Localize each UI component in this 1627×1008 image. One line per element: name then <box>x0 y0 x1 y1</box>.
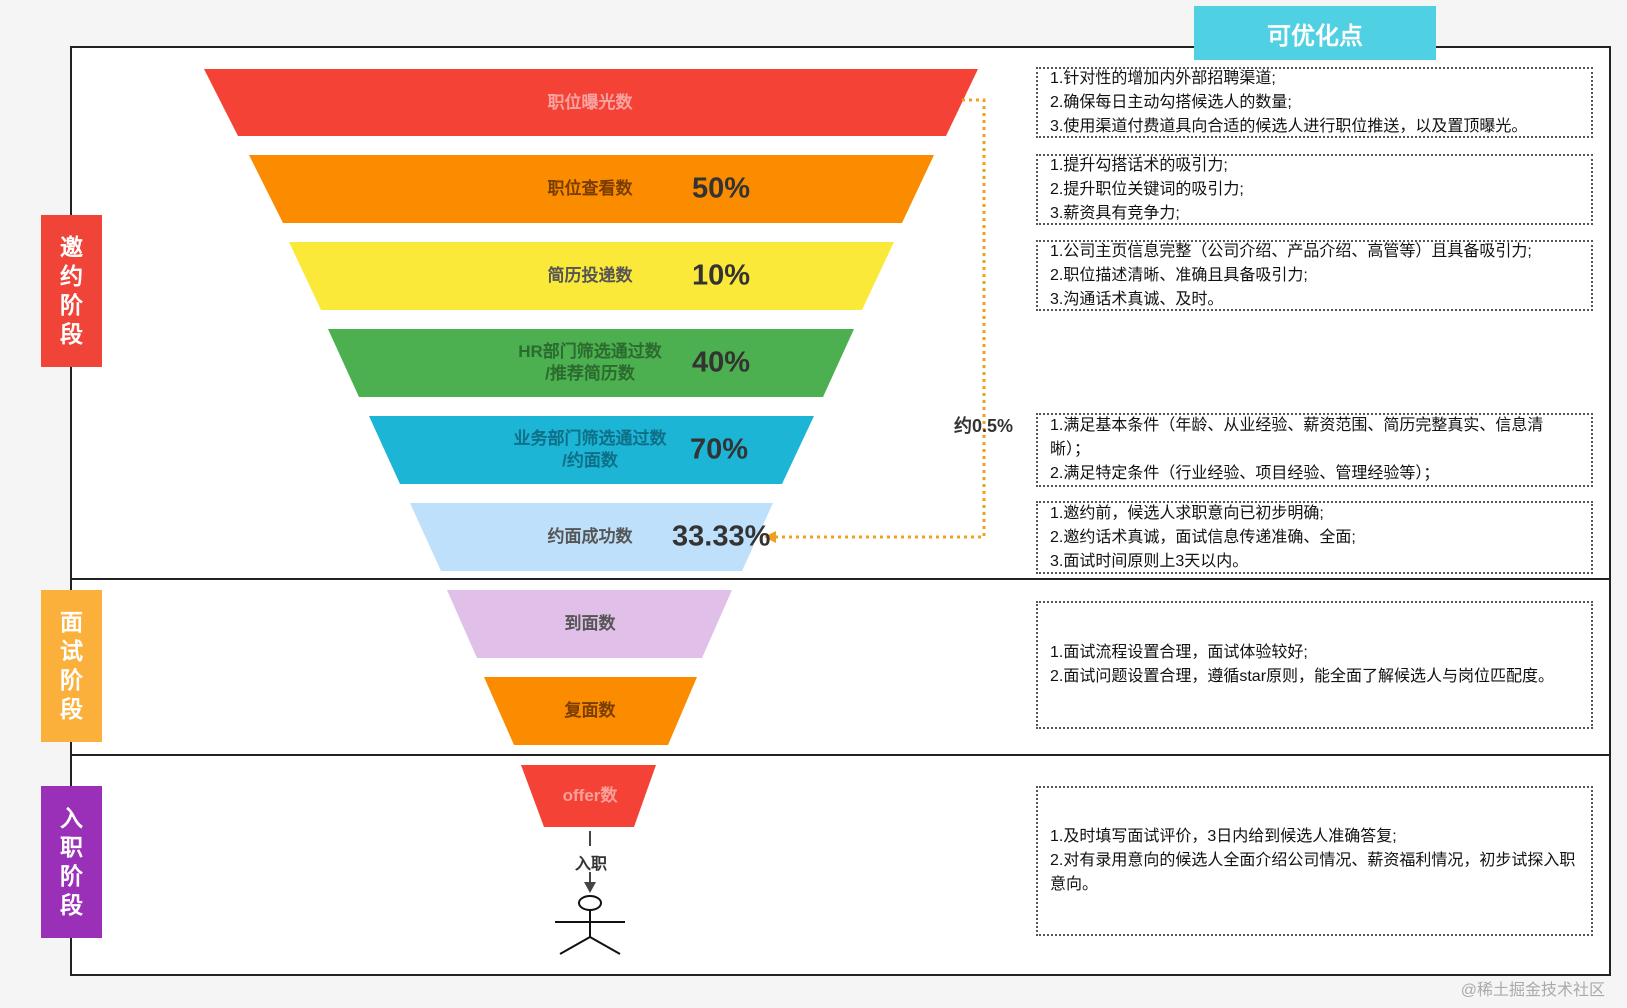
note-line: 2.对有录用意向的候选人全面介绍公司情况、薪资福利情况，初步试探入职意向。 <box>1050 852 1576 893</box>
arrow-down-icon <box>584 882 596 893</box>
conversion-connector <box>772 98 986 539</box>
header-title: 可优化点 <box>1194 6 1436 60</box>
funnel-segment-label: 职位查看数 <box>547 179 633 198</box>
note-line: 1.邀约前，候选人求职意向已初步明确; <box>1050 504 1324 522</box>
funnel-segment-label: 业务部门筛选通过数/约面数 <box>513 429 667 470</box>
conversion-rate-label: 约0.5% <box>954 416 1014 436</box>
funnel-segment <box>328 329 854 397</box>
funnel-segment <box>204 69 978 136</box>
note-line: 2.职位描述清晰、准确且具备吸引力; <box>1050 266 1308 284</box>
funnel-conversion-pct: 10% <box>692 259 751 292</box>
funnel-segment-label: offer数 <box>562 786 618 805</box>
funnel-segment-label: 职位曝光数 <box>547 92 633 112</box>
note-line: 1.满足基本条件（年龄、从业经验、薪资范围、简历完整真实、信息清晰）； <box>1050 417 1544 458</box>
funnel-conversion-pct: 50% <box>692 172 751 205</box>
funnel-segment-label: 复面数 <box>564 701 616 720</box>
stage-divider <box>70 578 1611 580</box>
note-line: 2.邀约话术真诚，面试信息传递准确、全面; <box>1050 528 1356 546</box>
funnel-segment-label: 到面数 <box>564 614 616 633</box>
stage-label-interview: 面试阶段 <box>41 590 102 742</box>
funnel-segment-label: 简历投递数 <box>547 266 633 285</box>
optimization-note: 1.面试流程设置合理，面试体验较好; 2.面试问题设置合理，遵循star原则，能全… <box>1036 601 1593 729</box>
funnel-segment <box>484 677 697 745</box>
funnel-conversion-pct: 40% <box>692 346 751 379</box>
note-line: 1.及时填写面试评价，3日内给到候选人准确答复; <box>1050 828 1397 845</box>
stage-label-invite: 邀约阶段 <box>41 215 102 367</box>
funnel-segment <box>447 590 732 658</box>
optimization-note: 1.针对性的增加内外部招聘渠道; 2.确保每日主动勾搭候选人的数量; 3.使用渠道付… <box>1036 67 1593 138</box>
optimization-note: 1.及时填写面试评价，3日内给到候选人准确答复; 2.对有录用意向的候选人全面介绍… <box>1036 786 1593 936</box>
note-line: 1.针对性的增加内外部招聘渠道; <box>1050 69 1276 87</box>
note-line: 3.薪资具有竞争力; <box>1050 204 1180 222</box>
note-line: 1.公司主页信息完整（公司介绍、产品介绍、高管等）且具备吸引力; <box>1050 242 1532 260</box>
watermark: @稀土掘金技术社区 <box>1460 982 1605 999</box>
note-line: 2.提升职位关键词的吸引力; <box>1050 180 1244 198</box>
stage-label-onboard: 入职阶段 <box>41 786 102 938</box>
note-line: 3.面试时间原则上3天以内。 <box>1050 552 1249 570</box>
funnel-conversion-pct: 70% <box>690 433 749 466</box>
funnel-segment-label: 约面成功数 <box>547 527 633 546</box>
optimization-note: 1.提升勾搭话术的吸引力; 2.提升职位关键词的吸引力; 3.薪资具有竞争力; <box>1036 154 1593 225</box>
arrow-left-icon <box>764 531 776 543</box>
funnel-segment <box>410 503 773 571</box>
note-line: 2.面试问题设置合理，遵循star原则，能全面了解候选人与岗位匹配度。 <box>1050 668 1555 685</box>
optimization-note: 1.满足基本条件（年龄、从业经验、薪资范围、简历完整真实、信息清晰）； 2.满足特… <box>1036 413 1593 487</box>
note-line: 2.满足特定条件（行业经验、项目经验、管理经验等）； <box>1050 465 1440 482</box>
note-line: 3.沟通话术真诚、及时。 <box>1050 290 1224 308</box>
stage-divider <box>70 754 1611 756</box>
funnel-segment <box>369 416 814 484</box>
funnel-segment-label: HR部门筛选通过数/推荐简历数 <box>518 342 662 383</box>
funnel-conversion-pct: 33.33% <box>672 520 771 553</box>
funnel-segment <box>521 765 656 827</box>
funnel-segment <box>249 155 934 223</box>
funnel-segment <box>289 242 894 310</box>
person-icon <box>555 895 625 955</box>
optimization-note: 1.邀约前，候选人求职意向已初步明确; 2.邀约话术真诚，面试信息传递准确、全面;… <box>1036 501 1593 574</box>
optimization-note: 1.公司主页信息完整（公司介绍、产品介绍、高管等）且具备吸引力; 2.职位描述清晰… <box>1036 240 1593 311</box>
note-line: 3.使用渠道付费道具向合适的候选人进行职位推送，以及置顶曝光。 <box>1050 117 1528 135</box>
note-line: 1.提升勾搭话术的吸引力; <box>1050 156 1228 174</box>
hire-label: 入职 <box>575 856 608 873</box>
note-line: 2.确保每日主动勾搭候选人的数量; <box>1050 93 1292 111</box>
note-line: 1.面试流程设置合理，面试体验较好; <box>1050 644 1308 661</box>
